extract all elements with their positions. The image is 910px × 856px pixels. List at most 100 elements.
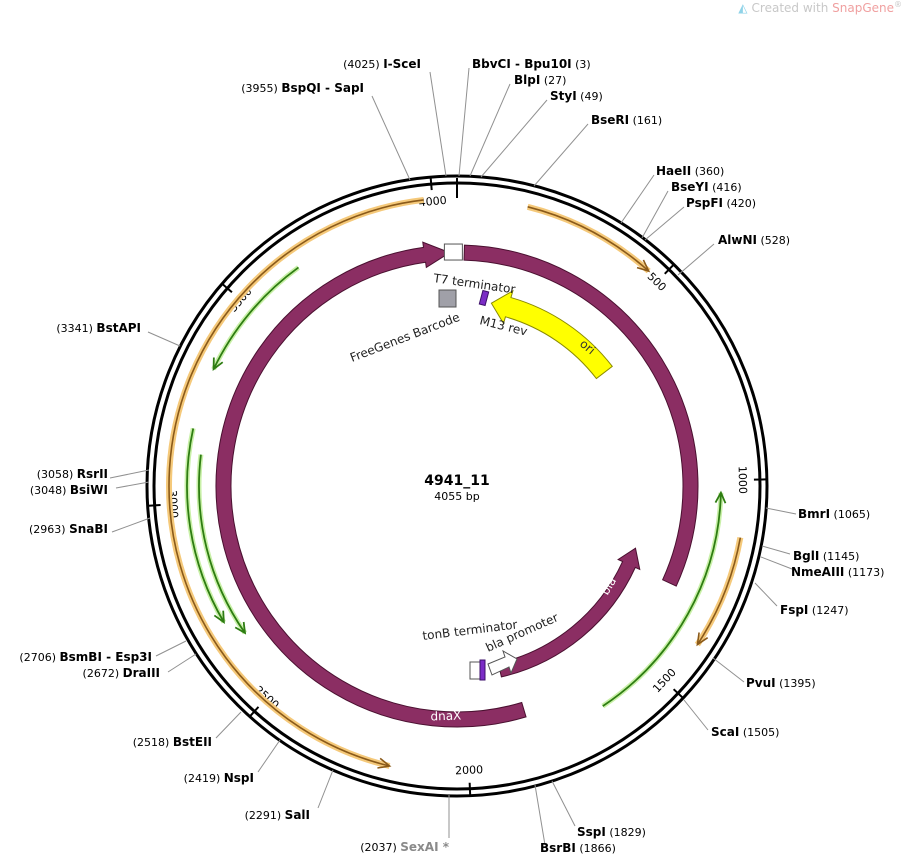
- enzyme-label: BbvCI - Bpu10I (3): [472, 57, 591, 71]
- enzyme-leader-line: [754, 582, 778, 607]
- enzyme-site: (3341) BstAPI: [56, 321, 181, 347]
- enzyme-name: SnaBI: [69, 522, 108, 536]
- enzyme-name: BlpI: [514, 73, 540, 87]
- enzyme-leader-line: [761, 545, 791, 555]
- freegenes-barcode-box: [438, 289, 457, 308]
- enzyme-separator: -: [102, 650, 115, 664]
- enzyme-site: (3058) RsrII: [37, 467, 150, 481]
- enzyme-label: FspI (1247): [780, 603, 848, 617]
- enzyme-position: (1065): [830, 508, 870, 521]
- enzyme-label: StyI (49): [550, 89, 603, 103]
- enzyme-position: (2672): [83, 667, 123, 680]
- enzyme-position: (3048): [30, 484, 70, 497]
- t7-terminator-box: [443, 243, 463, 261]
- enzyme-site: (2518) BstEII: [133, 711, 242, 749]
- enzyme-name: BsmBI: [60, 650, 102, 664]
- enzyme-leader-line: [683, 699, 709, 731]
- m13-rev-marker: [478, 289, 490, 307]
- enzyme-label: BglI (1145): [793, 549, 859, 563]
- enzyme-position: (3058): [37, 468, 77, 481]
- enzyme-label: (4025) I-SceI: [343, 57, 421, 71]
- enzyme-site: PvuI (1395): [712, 657, 816, 690]
- enzyme-label: (3341) BstAPI: [56, 321, 141, 335]
- enzyme-label: (2037) SexAI *: [360, 840, 450, 854]
- enzyme-name: BseYI: [671, 180, 709, 194]
- enzyme-label: SspI (1829): [577, 825, 646, 839]
- enzyme-position: (2706): [19, 651, 59, 664]
- enzyme-label: PvuI (1395): [746, 676, 816, 690]
- orf-inner-arc: [212, 266, 299, 370]
- enzyme-position: (420): [723, 197, 756, 210]
- enzyme-name: BstAPI: [96, 321, 141, 335]
- enzyme-leader-line: [644, 206, 685, 241]
- enzyme-site: HaeII (360): [620, 164, 724, 224]
- enzyme-name: HaeII: [656, 164, 691, 178]
- enzyme-label: ScaI (1505): [711, 725, 779, 739]
- orf-arc: [168, 199, 424, 767]
- enzyme-leader-line: [167, 653, 197, 673]
- dnaX-arc: [215, 241, 527, 728]
- tonb-marker: [479, 659, 486, 681]
- orf-arc-halo: [166, 196, 424, 769]
- enzyme-label: (2963) SnaBI: [29, 522, 108, 536]
- enzyme-label: BlpI (27): [514, 73, 566, 87]
- enzyme-site: BbvCI - Bpu10I (3): [458, 57, 591, 177]
- bla-arc: [497, 547, 641, 678]
- enzyme-name: NmeAIII: [791, 565, 844, 579]
- tick-mark: [249, 706, 260, 717]
- enzyme-leader-line: [551, 780, 576, 827]
- enzyme-label: (2672) DraIII: [83, 666, 160, 680]
- enzyme-label: NmeAIII (1173): [791, 565, 884, 579]
- tick-label: 2000: [455, 763, 484, 777]
- plasmid-name: 4941_11: [424, 473, 489, 489]
- enzyme-label: BmrI (1065): [798, 507, 870, 521]
- enzyme-site: (2706) BsmBI - Esp3I: [19, 640, 187, 664]
- enzyme-leader-line: [429, 71, 447, 177]
- enzyme-leader-line: [371, 95, 411, 181]
- enzyme-name: PvuI: [746, 676, 776, 690]
- enzyme-name: BsiWI: [70, 483, 108, 497]
- enzyme-site: BseRI (161): [533, 113, 662, 187]
- enzyme-leader-line: [215, 711, 242, 739]
- orf-arrowhead: [636, 259, 651, 273]
- enzyme-leader-line: [257, 739, 281, 773]
- orf-arc: [527, 206, 650, 272]
- enzyme-leader-line: [147, 331, 181, 347]
- enzyme-leader-line: [155, 640, 187, 657]
- enzyme-label: (2419) NspI: [184, 771, 254, 785]
- enzyme-leader-line: [109, 469, 150, 479]
- enzyme-site: BlpI (27): [469, 73, 566, 177]
- enzyme-position: (3): [572, 58, 591, 71]
- enzyme-position: (161): [629, 114, 662, 127]
- orf-arcs: [166, 196, 744, 769]
- enzyme-position: (2518): [133, 736, 173, 749]
- tick-mark: [664, 264, 674, 275]
- enzyme-name-2: Esp3I: [115, 650, 152, 664]
- enzyme-site: (2963) SnaBI: [29, 517, 151, 536]
- enzyme-position: (27): [540, 74, 566, 87]
- tick-mark: [672, 688, 684, 699]
- enzyme-label: HaeII (360): [656, 164, 724, 178]
- watermark-brand: SnapGene: [832, 1, 894, 15]
- enzyme-label: AlwNI (528): [718, 233, 790, 247]
- enzyme-leader-line: [115, 481, 150, 489]
- enzyme-position: (3341): [56, 322, 96, 335]
- enzyme-position: (1395): [776, 677, 816, 690]
- enzyme-label: BseYI (416): [671, 180, 742, 194]
- enzyme-position: (49): [577, 90, 603, 103]
- enzyme-label: (3058) RsrII: [37, 467, 108, 481]
- ori-arc: [490, 289, 613, 380]
- enzyme-leader-line: [111, 517, 151, 533]
- enzyme-site: (2291) SalI: [245, 769, 334, 822]
- enzyme-leader-line: [480, 99, 548, 178]
- enzyme-name: FspI: [780, 603, 808, 617]
- enzyme-leader-line: [469, 83, 511, 177]
- enzyme-name: SexAI *: [400, 840, 449, 854]
- orf-inner-arrowhead: [714, 490, 727, 504]
- enzyme-site: SspI (1829): [551, 780, 646, 839]
- enzyme-name: StyI: [550, 89, 577, 103]
- enzyme-position: (360): [691, 165, 724, 178]
- enzyme-leader-line: [677, 243, 715, 276]
- enzyme-label: (2518) BstEII: [133, 735, 212, 749]
